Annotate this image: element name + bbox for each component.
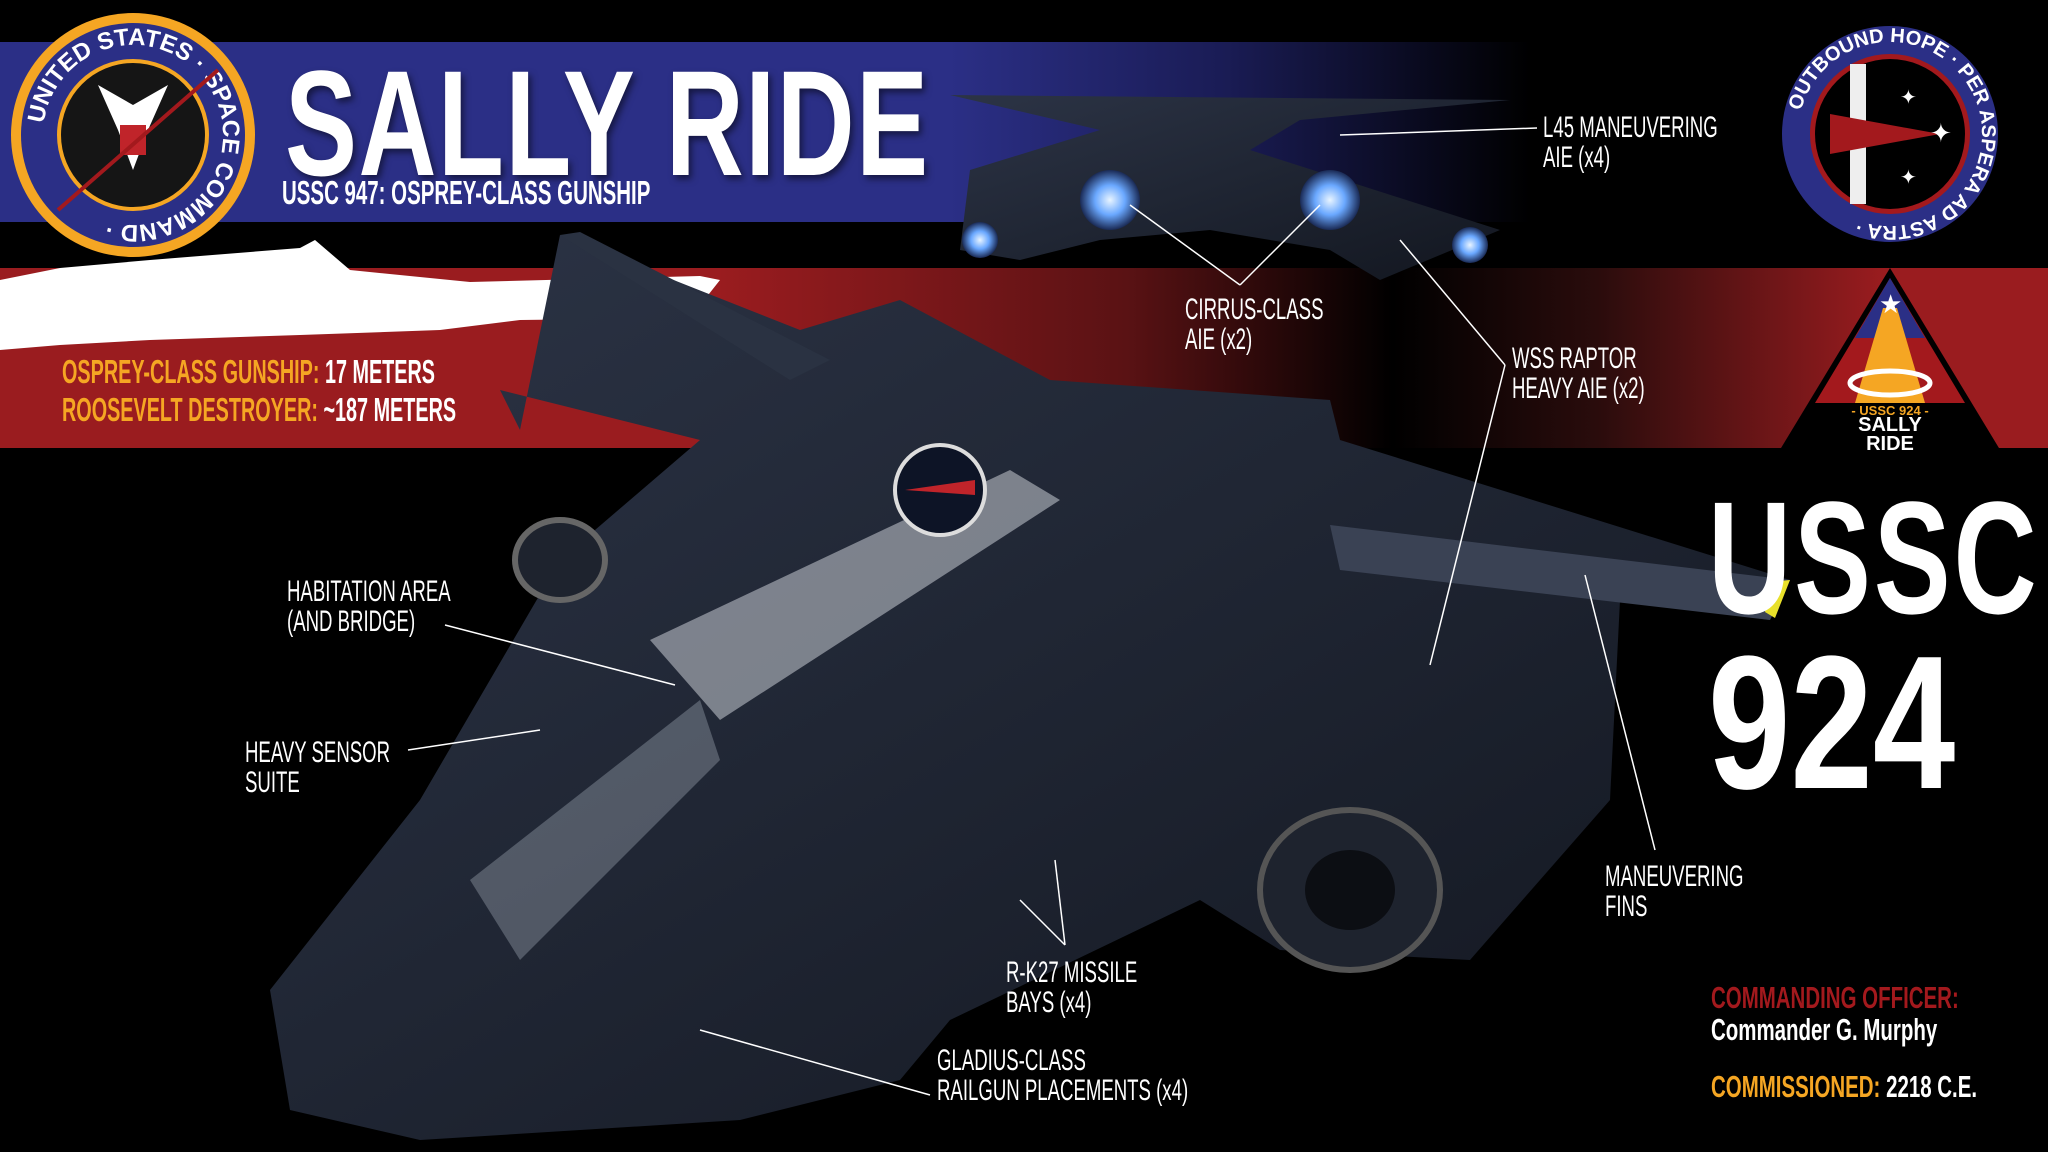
size-label: ROOSEVELT DESTROYER: <box>62 391 318 428</box>
hull-prefix: USSC <box>1708 468 2040 647</box>
outbound-hope-seal: OUTBOUND HOPE · PER ASPERA AD ASTRA · ✦✦… <box>1780 24 2000 244</box>
callout-lines <box>407 127 1656 1096</box>
callout-text: HEAVY AIE (x2) <box>1512 372 1645 405</box>
ship-rear-view <box>950 95 1510 280</box>
svg-text:✦: ✦ <box>1900 167 1917 189</box>
callout-text: (AND BRIDGE) <box>287 605 416 638</box>
officer-name: Commander G. Murphy <box>1711 1012 1938 1047</box>
callout-text: AIE (x4) <box>1543 141 1611 174</box>
hull-number: 924 <box>1708 617 1956 829</box>
commissioned: COMMISSIONED: 2218 C.E. <box>1711 1071 1977 1102</box>
callout-text: CIRRUS-CLASS <box>1185 293 1324 326</box>
size-value: 17 METERS <box>324 353 435 390</box>
ship-subtitle: USSC 947: OSPREY-CLASS GUNSHIP <box>282 174 651 211</box>
svg-text:✦: ✦ <box>1900 87 1917 109</box>
size-value: ~187 METERS <box>323 391 457 428</box>
officer-label: COMMANDING OFFICER: <box>1711 980 1959 1015</box>
commissioned-label: COMMISSIONED: <box>1711 1069 1881 1104</box>
callout-text: SUITE <box>245 766 300 799</box>
callout-text: R-K27 MISSILE <box>1006 956 1138 989</box>
patch-name-line: SALLY <box>1858 414 1922 436</box>
ship-main-view <box>270 232 1790 1140</box>
callout-text: FINS <box>1605 890 1648 923</box>
size-label: OSPREY-CLASS GUNSHIP: <box>62 353 320 390</box>
callout-text: WSS RAPTOR <box>1512 342 1637 375</box>
callout-text: RAILGUN PLACEMENTS (x4) <box>937 1074 1189 1107</box>
callout-text: AIE (x2) <box>1185 323 1253 356</box>
callout-text: MANEUVERING <box>1605 860 1744 893</box>
callout-text: BAYS (x4) <box>1006 986 1092 1019</box>
callout-text: L45 MANEUVERING <box>1543 111 1718 144</box>
svg-text:★: ★ <box>1879 289 1902 319</box>
patch-name-line: RIDE <box>1866 433 1914 455</box>
callout-text: HABITATION AREA <box>287 575 451 608</box>
svg-text:✦: ✦ <box>1930 118 1952 148</box>
callout-text: HEAVY SENSOR <box>245 736 391 769</box>
us-space-command-seal: UNITED STATES · SPACE COMMAND · <box>8 10 258 260</box>
commissioned-value: 2218 C.E. <box>1886 1069 1978 1104</box>
size-gunship: OSPREY-CLASS GUNSHIP: 17 METERS <box>62 355 435 388</box>
size-destroyer: ROOSEVELT DESTROYER: ~187 METERS <box>62 393 456 426</box>
page-title: SALLY RIDE <box>285 39 930 207</box>
callout-text: GLADIUS-CLASS <box>937 1044 1086 1077</box>
patch-hull-number: - USSC 924 - <box>1851 403 1929 418</box>
callout-habitation: HABITATION AREA(AND BRIDGE) <box>287 577 451 637</box>
